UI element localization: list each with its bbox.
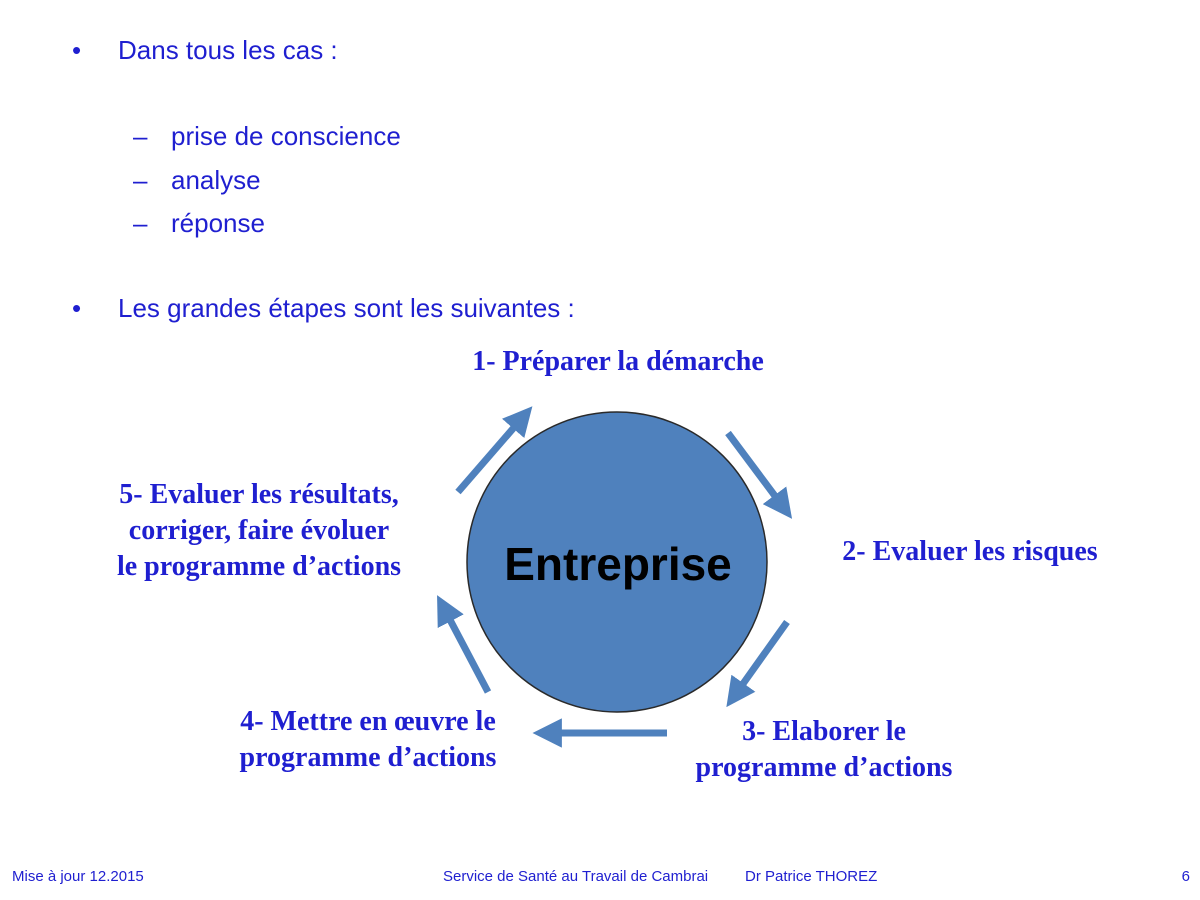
center-circle: [466, 411, 768, 713]
bullet-text: Dans tous les cas :: [118, 35, 338, 65]
sub-bullet-text: prise de conscience: [171, 121, 401, 151]
footer-page-number: 6: [1181, 868, 1190, 885]
arrow-5-to-1: [455, 406, 533, 495]
step-3-line: 3- Elaborer le: [742, 716, 906, 747]
step-4-line: programme d’actions: [239, 742, 497, 773]
bullet-dot: •: [72, 293, 82, 323]
step-5-line: 5- Evaluer les résultats,: [119, 479, 399, 510]
step-5-line: le programme d’actions: [116, 551, 402, 582]
arrow-4-to-5: [437, 595, 492, 694]
step-3-label: 3- Elaborer le programme d’actions: [674, 714, 974, 786]
step-5-line: corriger, faire évoluer: [128, 515, 390, 546]
sub-bullet-text: analyse: [171, 165, 261, 195]
bullet-text: Les grandes étapes sont les suivantes :: [118, 293, 575, 323]
bullet-dot: •: [72, 35, 82, 65]
dash-mark: –: [133, 208, 148, 238]
step-1-label: 1- Préparer la démarche: [472, 346, 764, 377]
dash-mark: –: [133, 165, 148, 195]
step-3-line: programme d’actions: [695, 752, 953, 783]
step-4-label: 4- Mettre en œuvre le programme d’action…: [218, 704, 518, 776]
dash-mark: –: [133, 121, 148, 151]
footer-update-date: Mise à jour 12.2015: [12, 868, 144, 885]
arrow-2-to-3: [726, 619, 790, 708]
footer-organization: Service de Santé au Travail de Cambrai: [443, 868, 709, 885]
step-4-line: 4- Mettre en œuvre le: [240, 706, 496, 737]
sub-bullet-text: réponse: [171, 208, 265, 238]
arrow-1-to-2: [725, 430, 793, 519]
center-label: Entreprise: [504, 538, 732, 590]
step-5-label: 5- Evaluer les résultats, corriger, fair…: [96, 477, 422, 585]
step-2-label: 2- Evaluer les risques: [842, 536, 1098, 567]
footer-author: Dr Patrice THOREZ: [745, 868, 878, 885]
